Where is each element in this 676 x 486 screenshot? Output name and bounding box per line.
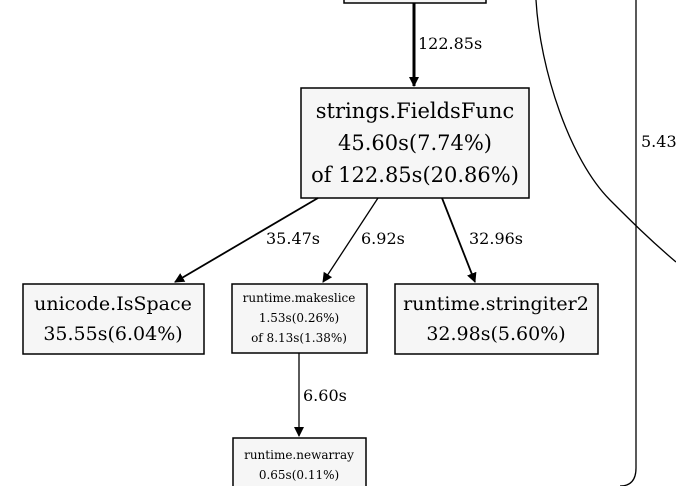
edge-to-stringiter2[interactable]: 32.96s [441, 197, 523, 283]
partial-node-top[interactable] [343, 0, 487, 4]
node-unicode-isspace[interactable]: unicode.IsSpace 35.55s(6.04%) [22, 283, 205, 355]
node-label-line: unicode.IsSpace [34, 293, 192, 315]
node-label-line: of 8.13s(1.38%) [251, 331, 347, 345]
node-label-line: 32.98s(5.60%) [426, 323, 565, 345]
node-label-line: 45.60s(7.74%) [338, 131, 492, 155]
edge-label-122-85s: 122.85s [418, 34, 482, 53]
edge-label-35-47s: 35.47s [266, 229, 320, 248]
node-label-line: 1.53s(0.26%) [259, 311, 339, 325]
node-label-line: strings.FieldsFunc [316, 99, 514, 123]
node-label-line: runtime.makeslice [243, 291, 356, 305]
edge-label-partial: 5.43 [641, 132, 676, 151]
node-runtime-newarray[interactable]: runtime.newarray 0.65s(0.11%) [232, 437, 367, 486]
edge-to-fieldsfunc[interactable]: 122.85s [409, 3, 482, 87]
node-runtime-stringiter2[interactable]: runtime.stringiter2 32.98s(5.60%) [394, 283, 599, 355]
edge-to-makeslice[interactable]: 6.92s [322, 197, 405, 283]
edge-label-6-92s: 6.92s [361, 229, 405, 248]
node-label-line: runtime.stringiter2 [403, 293, 589, 315]
edge-to-newarray[interactable]: 6.60s [294, 353, 347, 437]
node-runtime-makeslice[interactable]: runtime.makeslice 1.53s(0.26%) of 8.13s(… [231, 283, 368, 354]
edge-label-32-96s: 32.96s [469, 229, 523, 248]
edge-to-isspace[interactable]: 35.47s [174, 197, 320, 283]
node-label-line: runtime.newarray [244, 448, 354, 462]
node-label-line: of 122.85s(20.86%) [311, 163, 519, 187]
node-label-line: 35.55s(6.04%) [43, 323, 182, 345]
edge-label-6-60s: 6.60s [303, 386, 347, 405]
node-label-line: 0.65s(0.11%) [259, 468, 339, 482]
edge-right-curve[interactable]: 5.43 [535, 0, 676, 486]
node-strings-fieldsfunc[interactable]: strings.FieldsFunc 45.60s(7.74%) of 122.… [300, 87, 530, 199]
